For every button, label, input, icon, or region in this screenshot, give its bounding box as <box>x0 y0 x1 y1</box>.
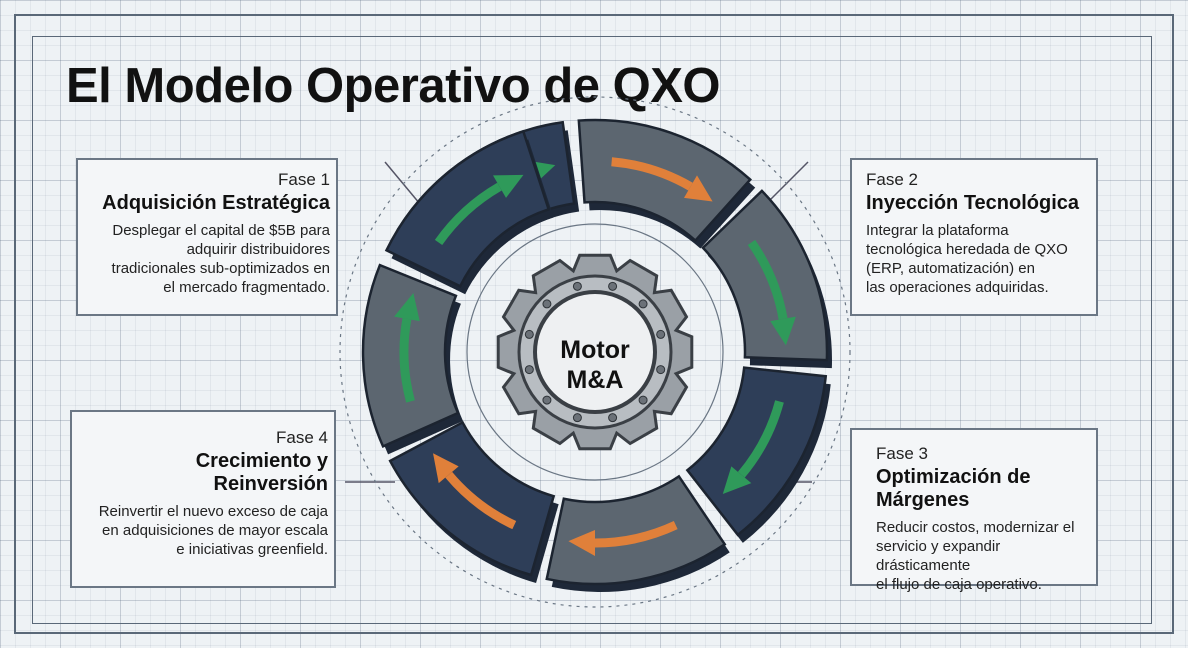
phase-desc: Desplegar el capital de $5B para adquiri… <box>88 221 330 297</box>
phase-desc: Reinvertir el nuevo exceso de caja en ad… <box>82 502 328 559</box>
phase-heading: Adquisición Estratégica <box>102 192 330 214</box>
heading-line: Reinversión <box>213 473 328 495</box>
connector-2 <box>769 161 809 201</box>
desc-line: Reducir costos, modernizar el <box>876 519 1075 536</box>
phase-card-2: Fase 2 Inyección Tecnológica Integrar la… <box>850 158 1098 316</box>
ring-arrow-head <box>433 453 459 484</box>
ring-arrow-shaft <box>399 318 415 403</box>
phase-heading: Inyección Tecnológica <box>866 192 1080 214</box>
page-title: El Modelo Operativo de QXO <box>66 59 721 113</box>
desc-line: (ERP, automatización) en <box>866 260 1035 277</box>
gear-bolt <box>656 365 666 375</box>
desc-line: las operaciones adquiridas. <box>866 279 1049 296</box>
desc-line: el mercado fragmentado. <box>163 279 330 296</box>
ring-segment-7 <box>361 263 460 449</box>
gear-bolt <box>572 281 582 291</box>
gear-hub <box>533 290 657 414</box>
phase-card-4: Fase 4 Crecimiento y Reinversión Reinver… <box>70 410 336 588</box>
phase-heading: Crecimiento y Reinversión <box>82 450 328 496</box>
ring-arrow-shaft <box>747 239 788 320</box>
desc-line: Reinvertir el nuevo exceso de caja <box>98 503 328 520</box>
desc-line: servicio y expandir drásticamente <box>876 538 1001 574</box>
ring-arrow-shaft <box>594 521 678 548</box>
heading-line: Optimización de <box>876 466 1031 488</box>
center-label-line1: Motor <box>560 336 630 364</box>
ring-arrow-head <box>394 292 420 322</box>
desc-line: el flujo de caja operativo. <box>876 576 1042 593</box>
ring-arrow-head <box>568 530 595 556</box>
gear-bolt <box>638 395 648 405</box>
ring-arrow-head <box>493 174 524 198</box>
gear-bolt <box>524 365 534 375</box>
center-label-line2: M&A <box>567 366 624 394</box>
ring-arrow-shaft <box>611 157 693 191</box>
desc-line: tecnológica heredada de QXO <box>866 241 1068 258</box>
gear-bolt <box>542 299 552 309</box>
ring-arrow-head <box>770 316 796 346</box>
guide-circle <box>339 96 851 608</box>
phase-label: Fase 4 <box>276 428 328 447</box>
gear-bolt <box>608 281 618 291</box>
desc-line: Integrar la plataforma <box>866 222 1009 239</box>
phase-label: Fase 3 <box>876 444 928 463</box>
phase-desc: Integrar la plataforma tecnológica hered… <box>866 221 1088 297</box>
gear-bolt <box>656 329 666 339</box>
desc-line: en adquisiciones de mayor escala <box>102 522 328 539</box>
gear-bolt <box>572 413 582 423</box>
desc-line: tradicionales sub-optimizados en <box>111 260 330 277</box>
inner-frame <box>32 36 1152 624</box>
heading-line: Crecimiento y <box>195 450 328 472</box>
phase-desc: Reducir costos, modernizar el servicio y… <box>876 518 1088 594</box>
ring-segment-2 <box>577 118 753 243</box>
inner-ring <box>466 223 724 481</box>
phase-label: Fase 1 <box>278 170 330 189</box>
desc-line: e iniciativas greenfield. <box>176 541 328 558</box>
gear-bolt <box>638 299 648 309</box>
ring-segment-5 <box>545 474 727 586</box>
phase-card-1: Fase 1 Adquisición Estratégica Desplegar… <box>76 158 338 316</box>
gear-bolt <box>608 413 618 423</box>
outer-frame <box>14 14 1174 634</box>
phase-card-3: Fase 3 Optimización de Márgenes Reducir … <box>850 428 1098 593</box>
ring-arrow-head <box>684 175 713 202</box>
phase-label: Fase 2 <box>866 170 918 189</box>
ring <box>361 118 832 592</box>
ring-arrow-shaft <box>445 471 517 530</box>
ring-arrow-shaft <box>737 400 784 478</box>
desc-line: Desplegar el capital de $5B para <box>112 222 330 239</box>
ring-arrow-head <box>722 466 752 494</box>
gear-bolt <box>542 395 552 405</box>
ring-segment-3 <box>701 189 829 362</box>
gear-bolt <box>524 329 534 339</box>
ring-arrow-shaft <box>434 182 502 246</box>
phase-heading: Optimización de Márgenes <box>876 466 1088 512</box>
desc-line: adquirir distribuidores <box>186 241 330 258</box>
heading-line: Márgenes <box>876 489 970 511</box>
